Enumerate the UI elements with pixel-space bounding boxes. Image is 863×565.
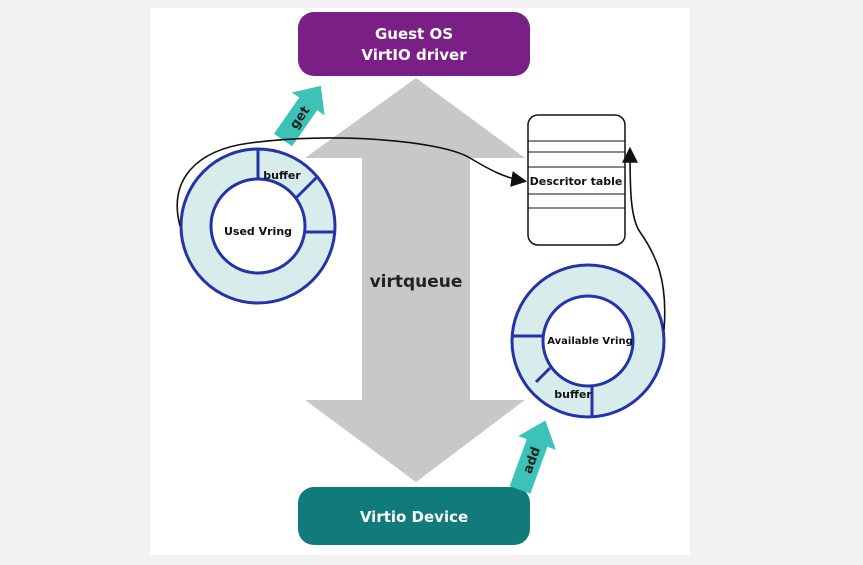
virtqueue-double-arrow [305, 78, 525, 482]
virtio-device-box [298, 487, 530, 545]
descriptor-table: Descritor table [527, 114, 626, 246]
virtio-device-label: Virtio Device [360, 508, 468, 526]
available-vring-label: Available Vring [547, 336, 632, 347]
used-buffer-label: buffer [263, 169, 301, 182]
guest-os-box [298, 12, 530, 76]
descriptor-table-label: Descritor table [530, 175, 623, 188]
left-margin [0, 0, 150, 565]
virtqueue-label: virtqueue [370, 272, 463, 292]
top-margin [0, 0, 863, 8]
bottom-margin [0, 555, 863, 565]
used-to-descriptor-curve [176, 137, 528, 227]
add-arrow: add [509, 420, 556, 494]
right-margin [690, 0, 863, 565]
used-vring: buffer Used Vring [179, 147, 337, 305]
available-buffer-label: buffer [554, 388, 592, 401]
guest-os-label: Guest OS [375, 25, 453, 43]
available-to-descriptor-curve [622, 146, 666, 331]
available-vring: buffer Available Vring [510, 263, 666, 419]
virtio-driver-label: VirtIO driver [361, 46, 467, 64]
used-vring-label: Used Vring [224, 225, 292, 238]
